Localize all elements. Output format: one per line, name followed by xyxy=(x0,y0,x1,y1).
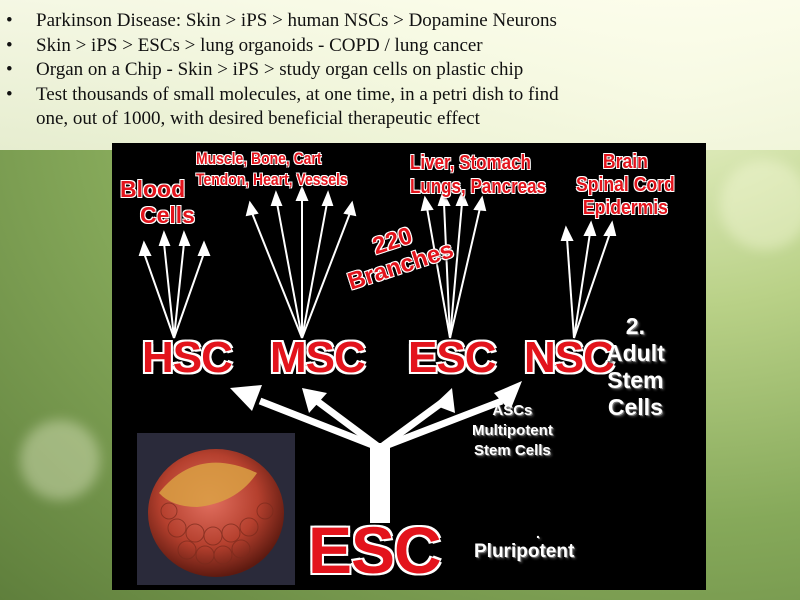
pluripotent-label: Pluripotent xyxy=(474,541,575,562)
msc-targets-label: Muscle, Bone, Cart Tendon, Heart, Vessel… xyxy=(196,149,348,189)
esc-targets-label: Liver, Stomach Lungs, Pancreas xyxy=(410,152,547,198)
thin-arrow xyxy=(276,202,303,339)
arrowhead xyxy=(158,230,171,246)
adult-stem-cells-label: 2. Adult Stem Cells xyxy=(606,313,665,420)
thin-arrow xyxy=(301,212,351,339)
arrowhead xyxy=(494,381,522,411)
background-bokeh xyxy=(720,160,800,250)
bullet-item: •Parkinson Disease: Skin > iPS > human N… xyxy=(6,10,557,31)
thin-arrow xyxy=(143,252,175,339)
arrowhead xyxy=(434,388,455,413)
thin-arrow xyxy=(573,232,611,339)
node-nsc: NSC xyxy=(524,333,615,382)
thin-arrow xyxy=(173,252,205,339)
bullet-item: •Skin > iPS > ESCs > lung organoids - CO… xyxy=(6,34,483,56)
arrowhead xyxy=(420,195,434,212)
arrowhead xyxy=(302,388,327,413)
arrowhead xyxy=(230,385,262,411)
background-bokeh xyxy=(20,420,100,500)
arrowhead xyxy=(560,225,574,241)
stem-cell-diagram: Blood Cells Muscle, Bone, Cart Tendon, H… xyxy=(112,143,706,590)
thin-arrow xyxy=(566,237,575,339)
arrowhead xyxy=(455,190,469,206)
thin-arrow xyxy=(449,207,481,339)
arrow-layer xyxy=(138,185,617,523)
arrowhead xyxy=(583,220,597,236)
inner-cell-mass xyxy=(159,462,257,507)
thin-arrow xyxy=(301,202,328,339)
trunk-stem xyxy=(370,443,390,523)
arrowhead xyxy=(437,190,451,206)
arrowhead xyxy=(473,195,487,212)
branch-arrows xyxy=(138,185,617,339)
blastocyst-image xyxy=(137,433,295,585)
thin-arrow xyxy=(449,202,463,339)
thin-arrow xyxy=(251,212,303,339)
bullet-item: •Test thousands of small molecules, at o… xyxy=(6,83,559,130)
pluripotent-dot: . xyxy=(536,525,540,541)
node-esc: ESC xyxy=(408,333,496,382)
trunk-arrowheads xyxy=(230,381,522,413)
hsc-targets-label: Blood Cells xyxy=(120,176,195,228)
arrowhead xyxy=(197,240,211,256)
thin-arrow xyxy=(573,232,591,339)
arrow-to-msc xyxy=(314,398,383,451)
arrowhead xyxy=(603,220,617,236)
thin-arrow xyxy=(426,207,451,339)
node-msc: MSC xyxy=(270,333,366,382)
thin-arrow xyxy=(173,242,185,339)
root-esc: ESC xyxy=(308,513,442,587)
node-hsc: HSC xyxy=(142,333,233,382)
arrowhead xyxy=(138,240,152,256)
arrowhead xyxy=(245,200,259,217)
bullet-list-panel: •Parkinson Disease: Skin > iPS > human N… xyxy=(0,0,800,150)
ascs-label: ASCs Multipotent Stem Cells xyxy=(472,402,553,459)
arrowhead xyxy=(295,185,309,201)
arrow-to-nsc xyxy=(378,397,504,452)
arrowhead xyxy=(321,190,334,206)
bullet-item: •Organ on a Chip - Skin > iPS > study or… xyxy=(6,59,524,80)
arrowhead xyxy=(270,190,283,206)
thin-arrow xyxy=(163,242,175,339)
arrowhead xyxy=(343,200,357,217)
thin-arrow xyxy=(443,202,451,339)
arrowhead xyxy=(178,230,191,246)
nsc-targets-label: Brain Spinal Cord Epidermis xyxy=(576,151,675,219)
